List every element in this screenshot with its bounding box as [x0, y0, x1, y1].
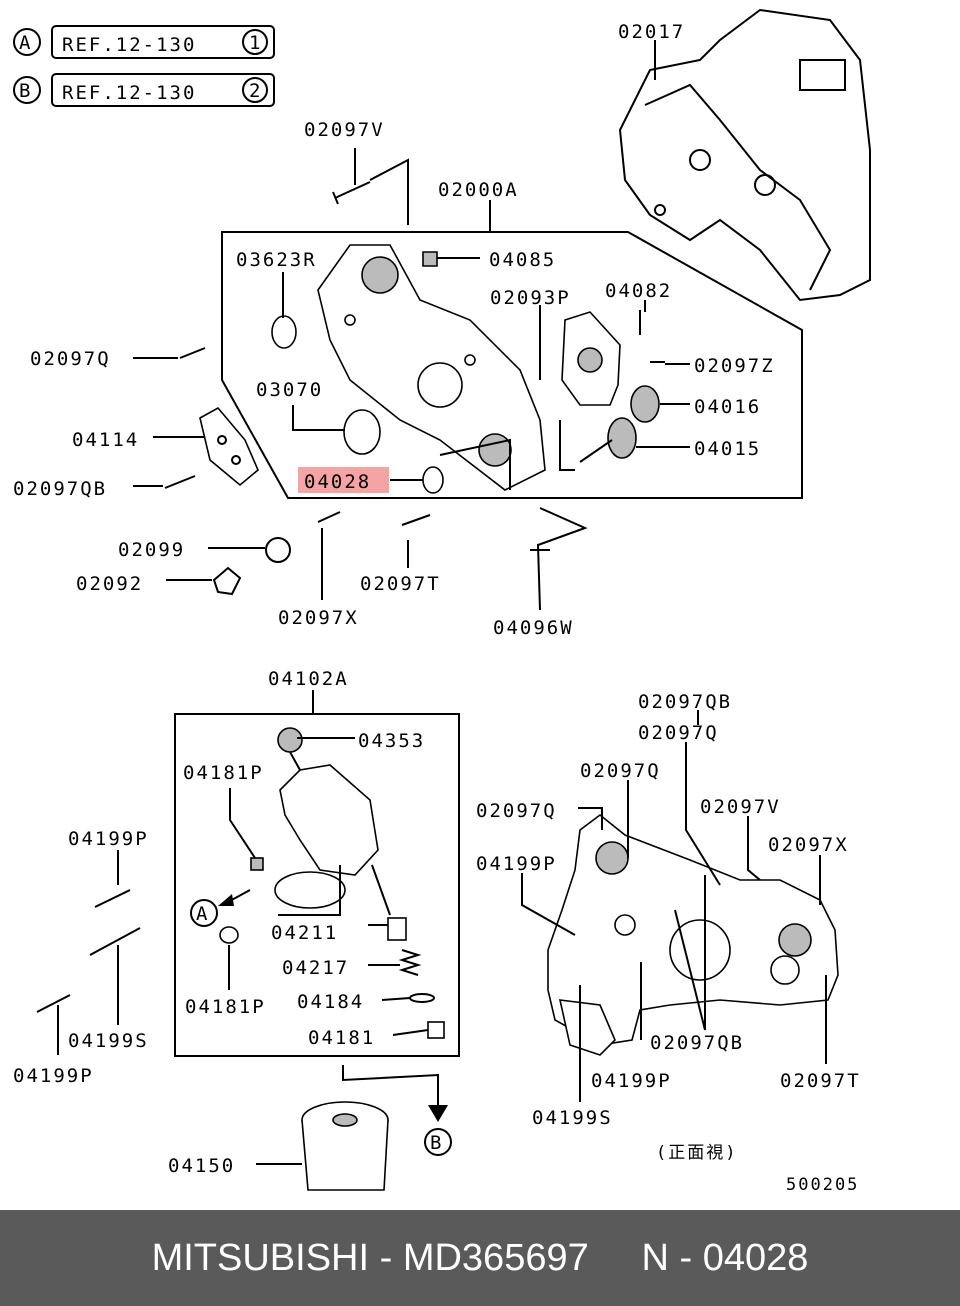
label-04199P-r2: 04199P	[591, 1070, 672, 1092]
label-04184: 04184	[297, 991, 364, 1013]
front-case-illustration	[317, 244, 546, 491]
label-02097V-r: 02097V	[700, 796, 781, 818]
ref-a-num: 1	[249, 32, 262, 54]
footer-bar: MITSUBISHI - MD365697 N - 04028	[0, 1210, 960, 1306]
plug-04181	[427, 1021, 445, 1039]
front-view-illustration	[547, 813, 839, 1056]
label-03623R: 03623R	[236, 249, 317, 271]
label-03070: 03070	[256, 379, 323, 401]
label-04199P-b: 04199P	[13, 1065, 94, 1087]
oil-seal-03070-illustration	[343, 409, 381, 455]
gasket-04114-illustration	[199, 406, 259, 487]
label-02092: 02092	[76, 573, 143, 595]
label-04015: 04015	[694, 438, 761, 460]
label-02097Q-left: 02097Q	[30, 348, 111, 370]
marker-b-letter: B	[430, 1132, 443, 1154]
label-02097Q-r2: 02097Q	[580, 760, 661, 782]
ref-b-num: 2	[249, 80, 262, 102]
marker-a-letter: A	[196, 903, 209, 925]
bolt-04199P-a	[94, 889, 131, 908]
label-04217: 04217	[282, 957, 349, 979]
label-04028: 04028	[304, 471, 371, 493]
bolt-04199P-b	[36, 994, 71, 1013]
bolt-02097QB-left	[164, 475, 196, 489]
leader-lines-upper	[133, 40, 690, 611]
valve-04211	[387, 917, 407, 941]
label-04102A: 04102A	[268, 668, 349, 690]
label-04181P-mid: 04181P	[185, 996, 266, 1018]
label-04199P-r: 04199P	[476, 853, 557, 875]
label-02097X-r: 02097X	[768, 834, 849, 856]
ref-b-letter: B	[19, 80, 32, 102]
o-ring-02099	[265, 537, 291, 563]
label-02097Q-r1: 02097Q	[638, 722, 719, 744]
label-02097QB-r2: 02097QB	[650, 1032, 744, 1054]
footer-part-number: MD365697	[402, 1236, 589, 1279]
oil-pump-cover-illustration	[561, 311, 621, 406]
bolt-02097T-mid	[401, 514, 431, 526]
footer-separator: -	[369, 1236, 403, 1279]
leader-lines-lower-left	[57, 690, 429, 1165]
oil-filter-04150-illustration	[301, 1101, 389, 1191]
label-04211: 04211	[271, 922, 338, 944]
o-ring-04184	[409, 993, 435, 1003]
marker-b: B	[342, 1065, 452, 1156]
oil-seal-04028-illustration	[422, 466, 444, 494]
highlight-04028	[298, 467, 389, 493]
view-note: (正面視)	[656, 1143, 737, 1163]
ref-b-text: REF.12-130	[62, 82, 196, 104]
plug-04085	[422, 251, 438, 267]
ref-b: B REF.12-130 2	[13, 73, 275, 107]
label-02097QB-r1: 02097QB	[638, 691, 732, 713]
label-04181: 04181	[308, 1027, 375, 1049]
gear-04016-illustration	[630, 385, 660, 423]
label-02097Z: 02097Z	[694, 355, 775, 377]
label-04353: 04353	[358, 730, 425, 752]
label-04150: 04150	[168, 1155, 235, 1177]
diagram-id: 500205	[786, 1175, 859, 1195]
parts-diagram: A REF.12-130 1 B REF.12-130 2	[13, 8, 871, 1195]
label-02097Q-r3: 02097Q	[476, 800, 557, 822]
assembly-box-04102A	[174, 713, 460, 1057]
engine-block-illustration	[618, 8, 871, 302]
label-04082: 04082	[605, 280, 672, 302]
label-04181P-top: 04181P	[183, 762, 264, 784]
filter-bracket-illustration	[274, 727, 379, 909]
label-02000A: 02000A	[438, 179, 519, 201]
label-02099: 02099	[118, 539, 185, 561]
label-02097X-mid: 02097X	[278, 607, 359, 629]
ref-a: A REF.12-130 1	[13, 25, 275, 59]
bolt-04199S-left	[89, 927, 141, 956]
spring-04217	[398, 949, 422, 976]
label-04114: 04114	[72, 429, 139, 451]
leader-lines-lower-right	[521, 710, 827, 1102]
bolt-02097V-top	[332, 181, 371, 205]
bolt-02097X-mid	[317, 511, 341, 523]
footer-ref: N - 04028	[641, 1236, 809, 1279]
footer-brand: MITSUBISHI	[151, 1236, 370, 1279]
label-04199S-left: 04199S	[68, 1030, 149, 1052]
ref-a-text: REF.12-130	[62, 34, 196, 56]
marker-a: A	[190, 889, 251, 927]
assembly-box-02000A	[221, 231, 803, 499]
label-04199S-r: 04199S	[532, 1107, 613, 1129]
gear-04015-illustration	[559, 417, 637, 471]
label-02097QB-left: 02097QB	[13, 478, 107, 500]
ref-a-letter: A	[19, 32, 32, 54]
label-04085: 04085	[489, 249, 556, 271]
label-02097T-mid: 02097T	[360, 573, 441, 595]
plug-04181P-top	[250, 857, 264, 871]
oil-seal-03623R-illustration	[271, 315, 297, 349]
label-02017: 02017	[618, 21, 685, 43]
label-04199P-a: 04199P	[68, 828, 149, 850]
label-04096W: 04096W	[493, 617, 574, 639]
footer-gap	[589, 1237, 642, 1280]
gasket-02092	[212, 566, 242, 596]
label-02093P: 02093P	[490, 287, 571, 309]
label-04016: 04016	[694, 396, 761, 418]
label-02097T-r: 02097T	[780, 1070, 861, 1092]
label-02097V-top: 02097V	[304, 119, 385, 141]
bolt-02097Q-left	[179, 347, 206, 359]
plug-04181P-mid	[219, 926, 239, 944]
